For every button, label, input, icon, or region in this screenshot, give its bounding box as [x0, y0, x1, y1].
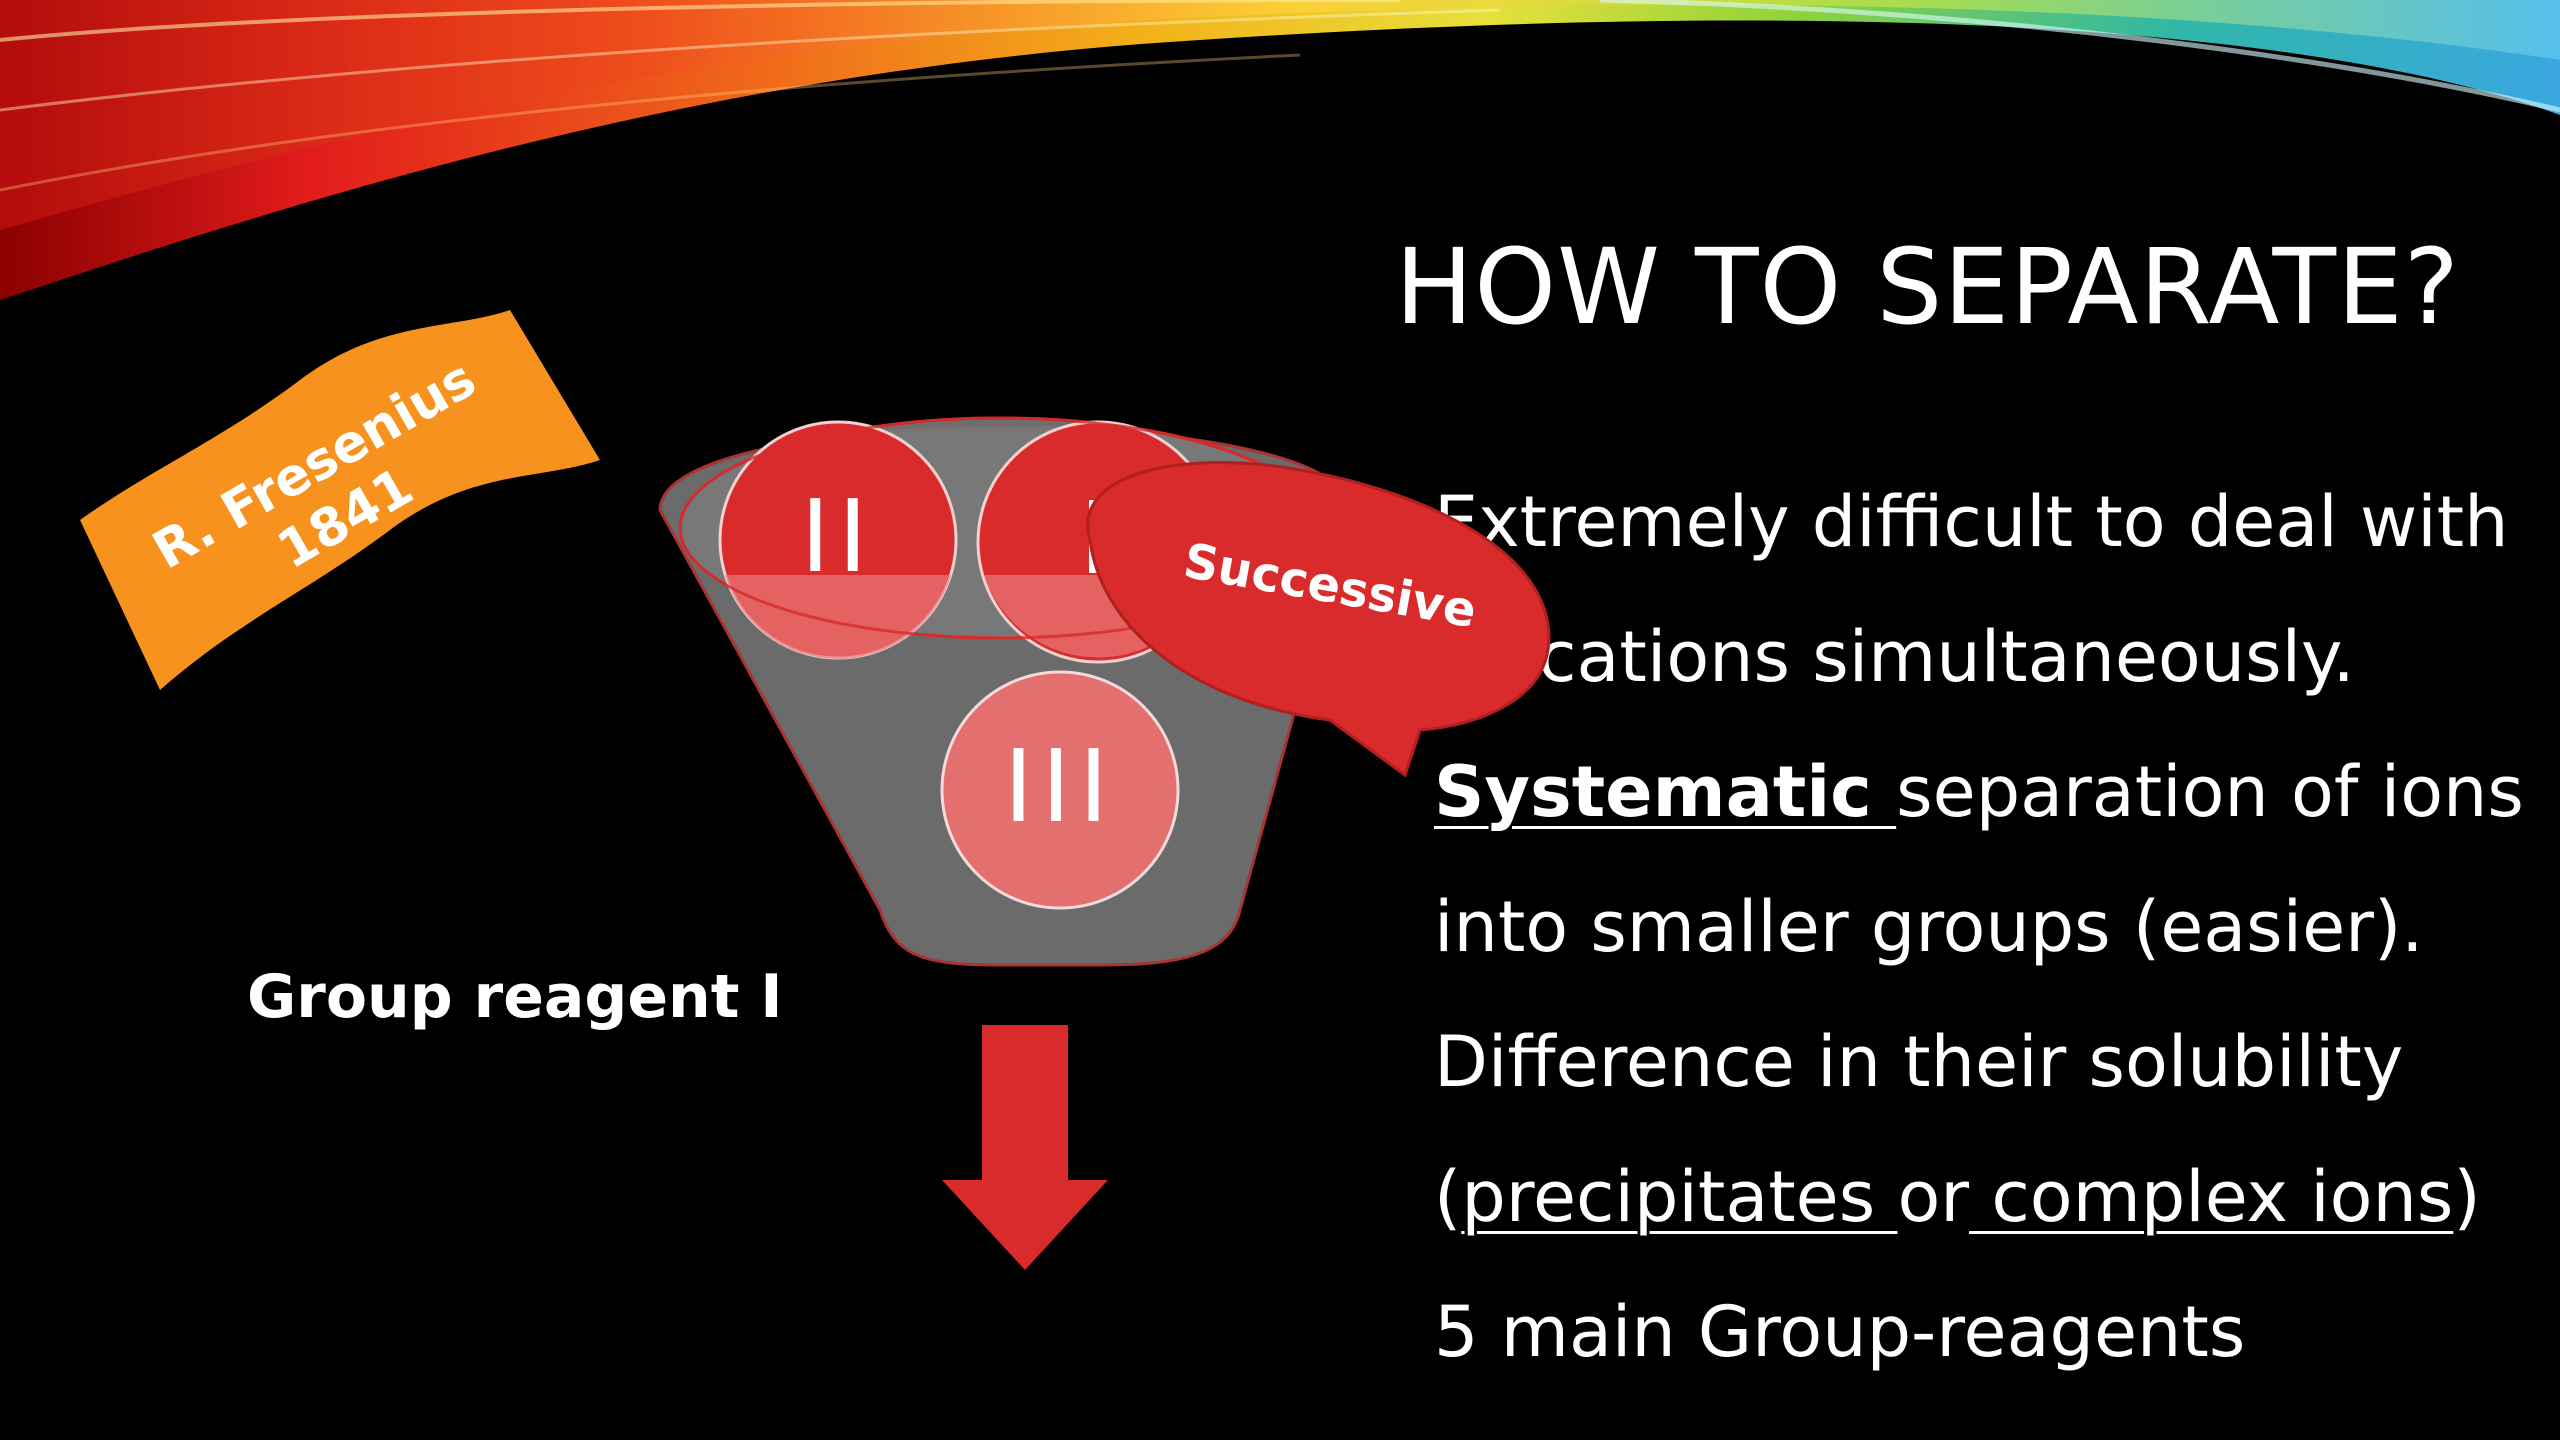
body-line-3-rest: separation of ions	[1896, 751, 2524, 833]
rainbow-swoosh-decoration	[0, 0, 2560, 300]
down-arrow-icon	[942, 1025, 1108, 1270]
circle-ii-label: II	[800, 478, 876, 595]
complex-ions-text: complex ions	[1969, 1156, 2454, 1238]
open-paren: (	[1434, 1156, 1462, 1238]
precipitates-text: precipitates	[1461, 1156, 1898, 1238]
body-line-4: into smaller groups (easier).	[1434, 886, 2424, 968]
body-line-6: (precipitates or complex ions)	[1434, 1130, 2534, 1265]
body-line-2: all cations simultaneously.	[1434, 616, 2355, 698]
group-reagent-label: Group reagent I	[247, 962, 783, 1032]
body-line-3: Systematic separation of ions	[1434, 725, 2534, 860]
circle-i-label: I	[1079, 480, 1117, 597]
body-line-1: Extremely difficult to deal with	[1434, 481, 2509, 563]
close-paren: )	[2453, 1156, 2481, 1238]
body-text: Extremely difficult to deal with all cat…	[1434, 455, 2534, 1400]
or-text: or	[1897, 1156, 1970, 1238]
ribbon-banner-shape	[80, 310, 600, 690]
slide-title: HOW TO SEPARATE?	[1395, 226, 2460, 348]
body-line-5: Difference in their solubility	[1434, 1021, 2404, 1103]
circle-iii-label: III	[1003, 728, 1117, 845]
systematic-emphasis: Systematic	[1434, 751, 1897, 833]
body-line-7: 5 main Group-reagents	[1434, 1291, 2246, 1373]
